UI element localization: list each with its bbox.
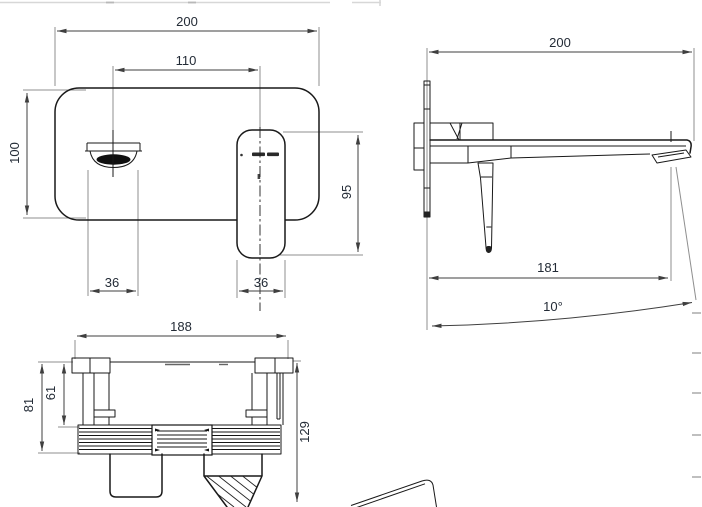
plan-funnel [203,453,263,507]
dim-side-angle: 10° [543,299,563,314]
plan-threaded-band [77,424,282,456]
handle-logo-mark [252,152,265,157]
dim-side-depth: 200 [549,35,571,50]
front-view: 200 110 100 95 36 36 [7,14,363,311]
front-wall-plate [54,87,320,221]
front-dimension-lines [24,28,361,294]
front-spout [85,130,142,177]
side-mixer-body [429,122,494,141]
side-spout [429,131,692,164]
dim-front-handle-width: 36 [254,275,268,290]
plan-dimension-lines [39,333,300,502]
dim-plan-outer-height: 81 [21,398,36,412]
handle-dot-mark [240,153,243,157]
dim-front-spout-offset: 110 [176,53,197,68]
dim-front-width: 200 [176,14,198,29]
isometric-fragment [350,479,437,507]
side-handle-lever [477,162,494,253]
dim-front-height: 100 [7,142,22,164]
side-extension-lines [426,48,697,330]
dim-front-spout-width: 36 [105,275,119,290]
handle-tick-mark [257,174,261,179]
side-view: 200 181 10° [413,35,697,330]
handle-logo-mark2 [267,152,279,157]
plan-lower-block [109,453,163,498]
dim-front-handle-height: 95 [339,185,354,199]
side-dimension-lines [429,49,693,329]
window-corner-marks [155,428,209,452]
page-edge-artifacts [0,0,701,478]
side-inwall-body [413,122,425,171]
dim-plan-width: 188 [170,319,192,334]
lever-tip [486,246,492,252]
dim-plan-inner-height: 61 [43,386,58,400]
plate-end-cap [424,211,430,217]
plan-posts [82,373,284,425]
plan-extension-lines [38,340,301,454]
plan-body-top [71,357,294,374]
dim-plan-depth: 129 [297,421,312,443]
front-handle [236,127,286,311]
dim-side-reach: 181 [537,260,559,275]
plan-view: 188 81 61 129 [21,319,312,507]
plan-label-window [151,424,213,456]
